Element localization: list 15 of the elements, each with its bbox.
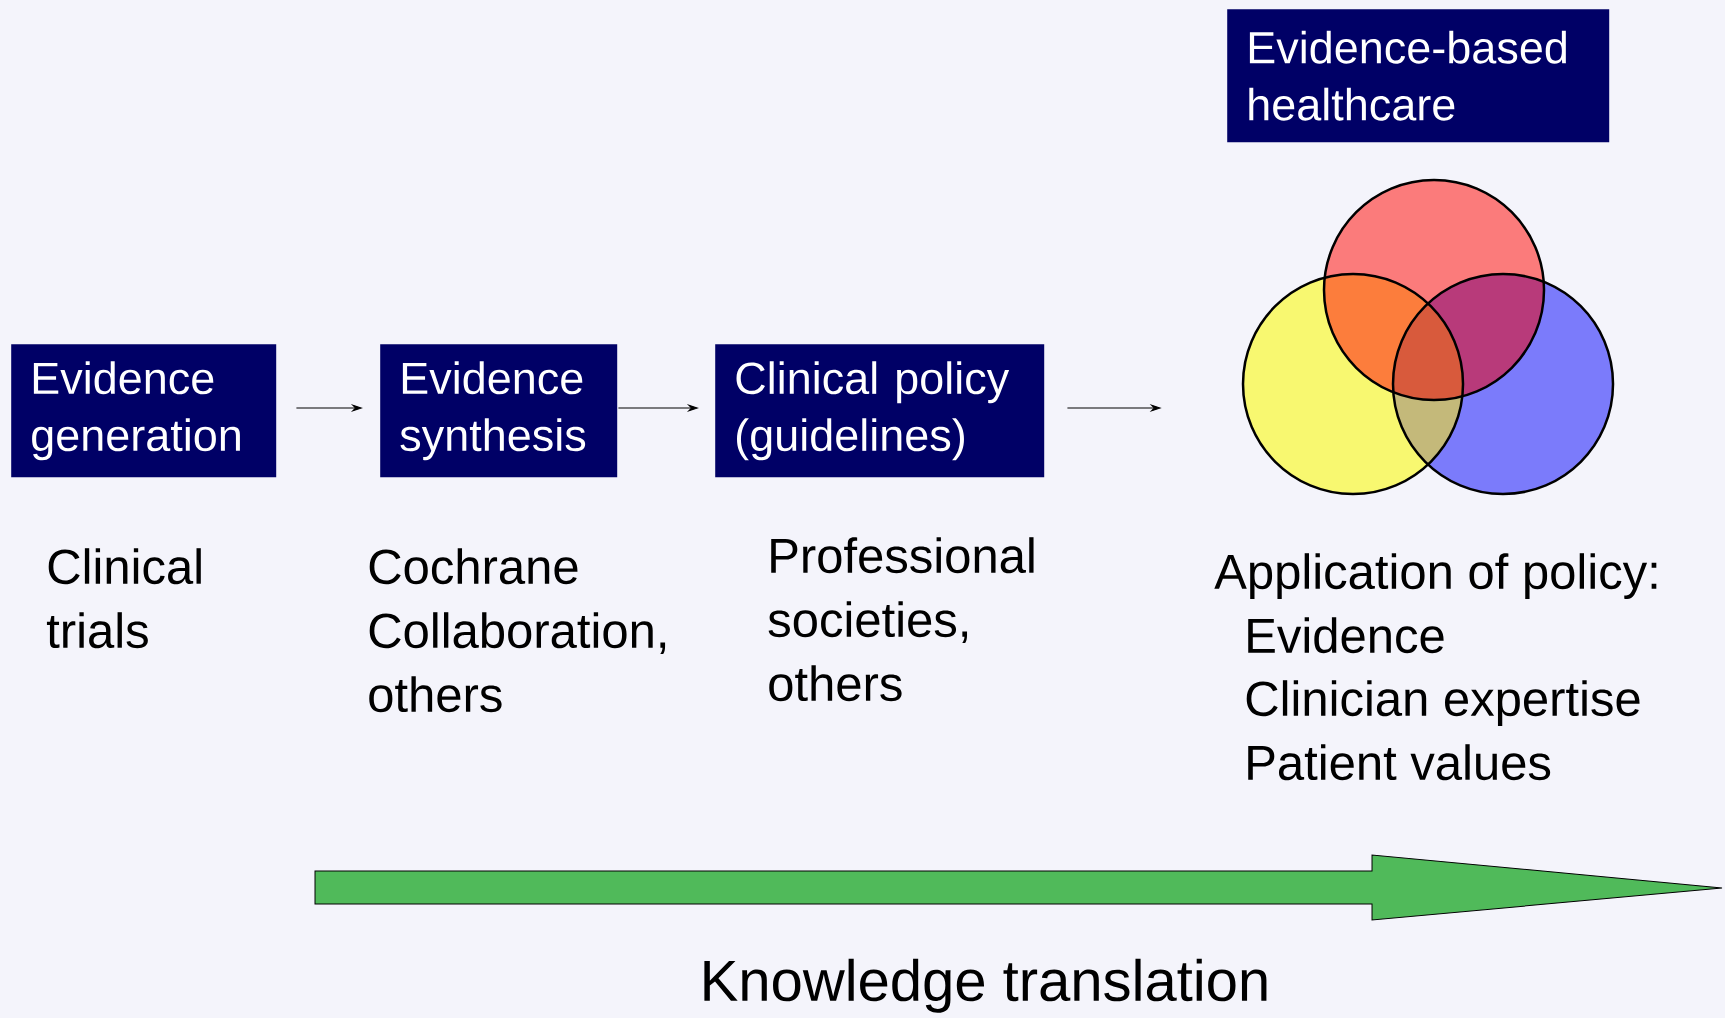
caption-text: Professional societies, others	[768, 537, 1034, 702]
list-item: Evidence	[1248, 617, 1444, 654]
policy-heading: Application of policy:	[1214, 553, 1657, 599]
caption-text: Cochrane Collaboration, others	[369, 548, 666, 713]
venn-circle	[1322, 178, 1546, 402]
axis-caption: Knowledge translation	[704, 958, 1267, 1013]
list-item: Clinician expertise	[1246, 680, 1640, 726]
venn-circle	[1241, 272, 1465, 496]
caption-text: Clinical trials	[46, 548, 201, 649]
venn-circle	[1391, 272, 1615, 496]
process-box: Clinical policy (guidelines)	[715, 344, 1045, 478]
list-item: Patient values	[1248, 744, 1551, 781]
process-box: Evidence synthesis	[380, 344, 618, 478]
process-box: Evidence generation	[11, 344, 277, 478]
process-box: Evidence-based healthcare	[1227, 9, 1610, 143]
